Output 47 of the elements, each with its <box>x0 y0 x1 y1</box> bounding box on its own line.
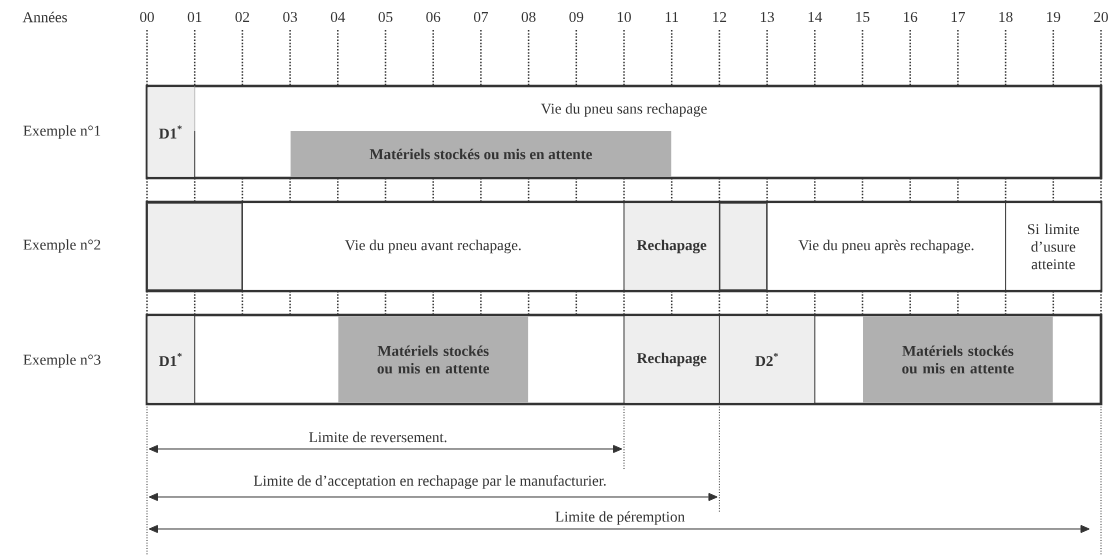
node-label: Vie du pneu après rechapage. <box>798 239 974 254</box>
year-label: 11 <box>665 12 679 22</box>
row-label: Exemple n°3 <box>23 354 101 368</box>
timeline-bar <box>145 313 1103 406</box>
shaded-segment <box>147 202 243 291</box>
row-label: Exemple n°2 <box>23 239 101 253</box>
timeline-segment: Vie du pneu avant rechapage. <box>242 203 624 290</box>
node-label: Rechapage <box>636 352 707 367</box>
year-label: 06 <box>426 11 441 23</box>
year-label: 10 <box>617 11 631 23</box>
year-label: 04 <box>330 11 346 23</box>
year-label: 08 <box>521 11 536 23</box>
shaded-segment: D1$^{*}$ <box>147 316 195 403</box>
year-label: 03 <box>283 11 298 23</box>
year-label: 19 <box>1047 11 1061 23</box>
year-label: 16 <box>904 11 918 23</box>
shaded-segment: Rechapage <box>624 316 719 403</box>
shaded-segment <box>719 202 767 291</box>
storage-block: Matériels stockés ou mis en attente <box>338 316 529 403</box>
node-label: Si limite d’usure atteinte <box>1028 223 1080 270</box>
row-label: Exemple n°1 <box>23 125 101 139</box>
year-label: 13 <box>760 11 775 23</box>
year-label: 02 <box>235 11 250 23</box>
timeline-bar <box>145 200 1103 293</box>
year-label: 01 <box>187 11 202 23</box>
year-label: 14 <box>808 12 823 22</box>
year-label: 12 <box>713 12 727 22</box>
year-label: 18 <box>999 11 1013 23</box>
axis-title: Années <box>22 11 67 23</box>
node-label: D2$^{*}$ <box>755 352 778 366</box>
dimension-label: Limite de reversement. <box>307 430 449 444</box>
year-label: 07 <box>474 11 488 23</box>
year-label: 20 <box>1094 11 1108 23</box>
year-label: 17 <box>951 12 965 22</box>
year-label: 05 <box>378 11 393 23</box>
year-label: 15 <box>856 11 870 23</box>
storage-block: Matériels stockés ou mis en attente <box>863 316 1053 403</box>
dimension-label: Limite de d’acceptation en rechapage par le manufacturier. <box>251 473 609 491</box>
shaded-segment: D2$^{*}$ <box>719 316 815 403</box>
year-label: 09 <box>569 11 584 23</box>
storage-block: Matériels stockés ou mis en attente <box>290 131 672 177</box>
dimension-label: Limite de péremption <box>553 509 687 527</box>
shaded-segment: D1$^{*}$ <box>147 87 195 177</box>
node-label: Rechapage <box>636 239 707 254</box>
shaded-segment: Rechapage <box>624 203 719 290</box>
timeline-segment: Si limite d’usure atteinte <box>1006 203 1101 290</box>
year-label: 00 <box>140 11 154 23</box>
